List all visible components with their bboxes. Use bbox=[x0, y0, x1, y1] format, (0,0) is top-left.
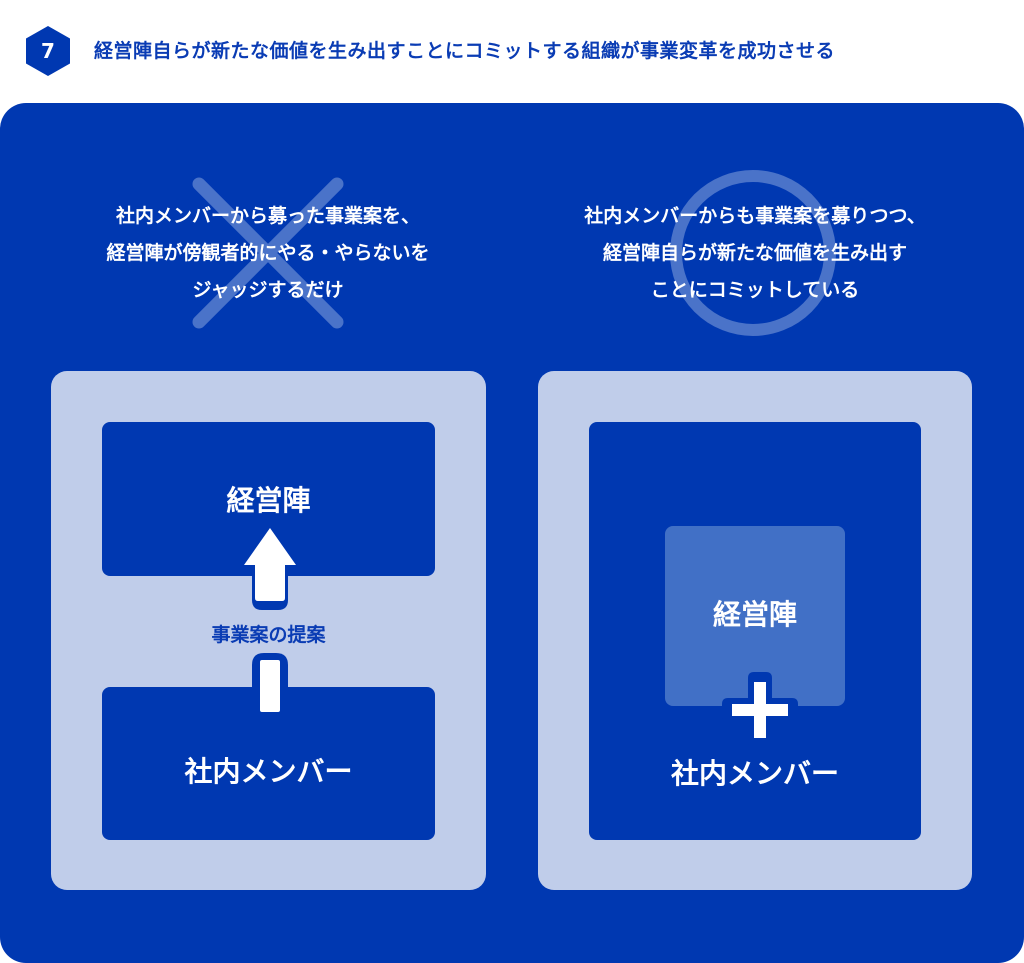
caption-line: 経営陣自らが新たな価値を生み出す bbox=[602, 242, 907, 264]
step-number-badge bbox=[26, 26, 70, 76]
caption-line: 社内メンバーからも事業案を募りつつ、 bbox=[584, 205, 926, 227]
caption-line: 経営陣が傍観者的にやる・やらないを bbox=[106, 242, 430, 264]
circle-icon bbox=[670, 170, 836, 336]
caption-line: ジャッジするだけ bbox=[192, 279, 344, 301]
arrow-up-icon bbox=[243, 528, 297, 720]
plus-icon bbox=[722, 672, 798, 748]
caption-line: 社内メンバーから募った事業案を、 bbox=[115, 205, 420, 227]
arrow-label: 事業案の提案 bbox=[211, 624, 326, 646]
cross-icon bbox=[192, 177, 344, 329]
step-number: 7 bbox=[41, 39, 55, 63]
members-label: 社内メンバー bbox=[670, 757, 839, 790]
right-caption: 社内メンバーからも事業案を募りつつ、 経営陣自らが新たな価値を生み出す ことにコ… bbox=[535, 198, 975, 309]
caption-line: ことにコミットしている bbox=[650, 279, 860, 301]
left-caption: 社内メンバーから募った事業案を、 経営陣が傍観者的にやる・やらないを ジャッジす… bbox=[48, 198, 488, 309]
page-title: 経営陣自らが新たな価値を生み出すことにコミットする組織が事業変革を成功させる bbox=[94, 40, 836, 62]
